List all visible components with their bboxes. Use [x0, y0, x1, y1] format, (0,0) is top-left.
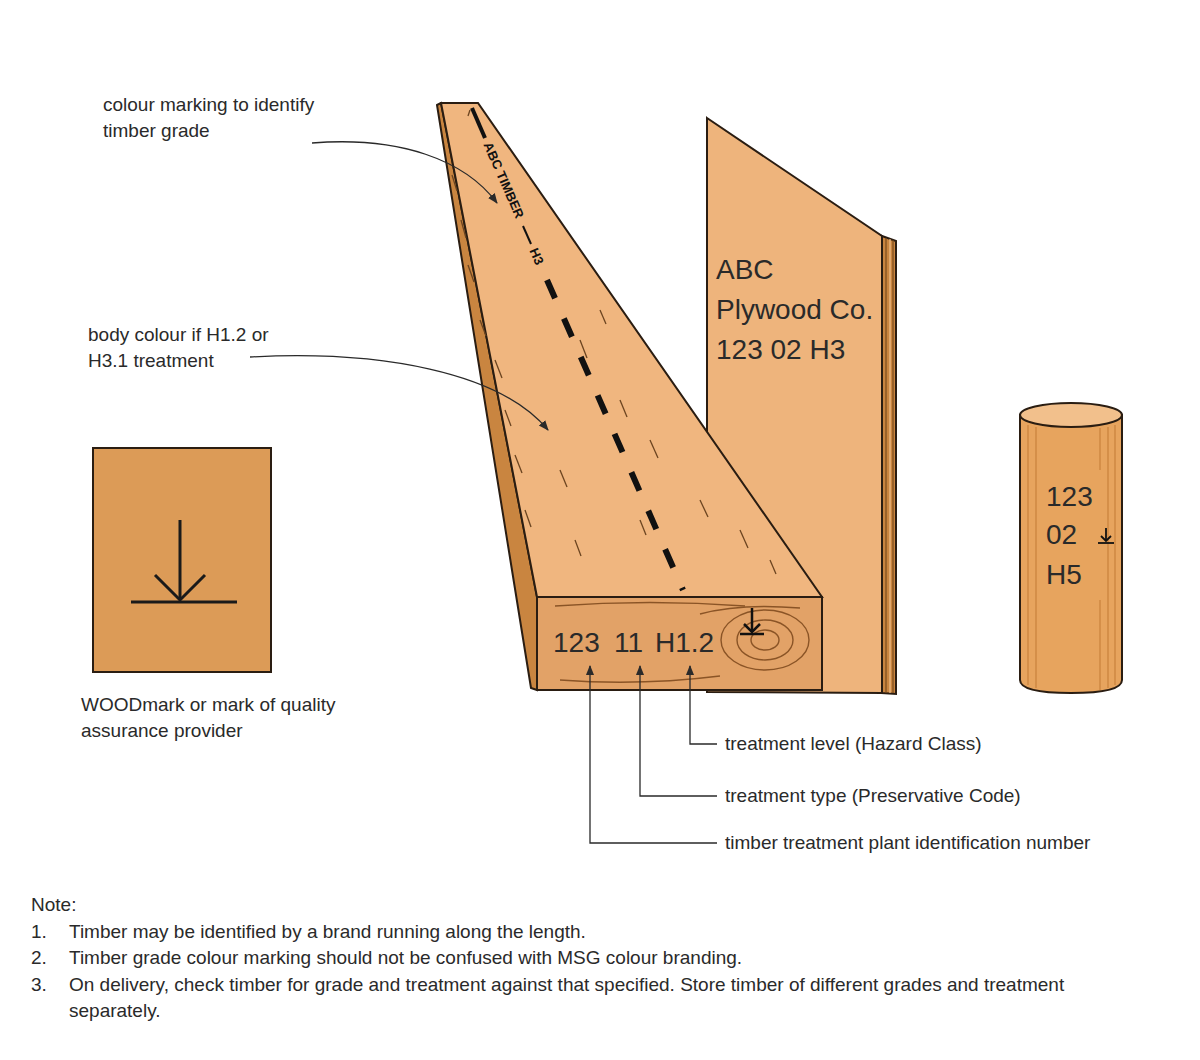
end-stamp: 11	[614, 627, 643, 659]
plywood-stamp: Plywood Co.	[716, 294, 873, 326]
timber-board	[547, 280, 683, 590]
wood-grain	[560, 470, 567, 487]
wood-grain	[525, 510, 531, 527]
growth-rings	[737, 620, 793, 660]
wood-grain	[600, 310, 606, 324]
wood-grain	[461, 220, 466, 238]
callout-label: treatment level (Hazard Class)	[725, 731, 982, 757]
timber-board	[537, 597, 822, 690]
note-text: On delivery, check timber for grade and …	[69, 972, 1074, 1024]
note-number: 3.	[31, 972, 47, 998]
plywood-sheet	[892, 240, 893, 693]
woodmark-stamp	[740, 633, 764, 636]
pole-grain	[1107, 427, 1108, 688]
round-pole	[1020, 403, 1122, 693]
woodmark-stamp	[1098, 542, 1114, 544]
wood-grain	[770, 560, 776, 574]
wood-grain	[505, 410, 511, 426]
woodmark-panel	[131, 601, 237, 604]
growth-rings	[721, 610, 809, 670]
note-text: Timber grade colour marking should not b…	[69, 945, 742, 971]
leader-line	[312, 142, 497, 203]
woodmark-stamp	[1105, 528, 1107, 541]
pole-grain	[1099, 428, 1100, 470]
round-pole	[1020, 415, 1122, 693]
pole-grain	[1114, 425, 1115, 685]
callout-label: timber treatment plant identification nu…	[725, 830, 1090, 856]
wood-grain	[468, 265, 474, 282]
note-number: 2.	[31, 945, 47, 971]
wood-grain	[580, 340, 587, 358]
wood-grain	[452, 175, 457, 191]
round-pole	[1020, 403, 1122, 427]
woodmark-stamp	[751, 608, 754, 632]
woodmark-panel	[155, 575, 205, 600]
note-number: 1.	[31, 919, 47, 945]
wood-grain	[515, 455, 522, 473]
wood-grain	[495, 360, 502, 378]
wood-grain	[575, 540, 581, 556]
plywood-sheet	[889, 239, 890, 693]
leader-line	[250, 142, 717, 843]
pole-stamp: 02	[1046, 519, 1077, 551]
timber-board	[523, 226, 531, 244]
growth-rings	[555, 603, 745, 607]
woodmark-panel	[93, 448, 271, 672]
pole-grain	[1099, 600, 1100, 690]
wood-grain	[468, 110, 470, 116]
timber-board	[437, 103, 822, 690]
woodmark-stamp	[1101, 536, 1111, 541]
plywood-stamp: ABC	[716, 254, 774, 286]
woodmark-panel	[93, 448, 271, 672]
callout-label: WOODmark or mark of quality assurance pr…	[81, 692, 351, 744]
woodmark-panel	[179, 520, 182, 600]
pole-stamp: H5	[1046, 559, 1082, 591]
callout-label: treatment type (Preservative Code)	[725, 783, 1021, 809]
pole-stamp: 123	[1046, 481, 1093, 513]
end-stamp: H1.2	[655, 627, 714, 659]
plywood-sheet	[885, 238, 886, 693]
leader-line	[590, 666, 717, 843]
woodmark-stamp	[740, 608, 764, 634]
leader-line	[690, 666, 717, 744]
wood-grain	[650, 440, 658, 458]
leader-line	[250, 356, 548, 430]
timber-board	[472, 108, 485, 138]
wood-grain	[620, 400, 627, 417]
wood-grain	[700, 500, 708, 517]
growth-rings	[700, 606, 800, 614]
plywood-stamp: 123 02 H3	[716, 334, 845, 366]
plywood-sheet	[882, 236, 896, 694]
pole-grain	[1027, 425, 1028, 685]
wood-grain	[740, 530, 748, 548]
woodmark-stamp	[1098, 528, 1114, 543]
leader-line	[640, 666, 717, 796]
woodmark-stamp	[744, 624, 760, 632]
callout-label: colour marking to identify timber grade	[103, 92, 348, 144]
wood-grain	[480, 320, 486, 336]
callout-label: body colour if H1.2 or H3.1 treatment	[88, 322, 303, 374]
note-text: Timber may be identified by a brand runn…	[69, 919, 586, 945]
pole-grain	[1035, 427, 1036, 688]
wood-grain	[640, 520, 646, 535]
note-heading: Note:	[31, 892, 76, 918]
pole-grain	[1028, 425, 1115, 690]
end-stamp: 123	[553, 627, 600, 659]
